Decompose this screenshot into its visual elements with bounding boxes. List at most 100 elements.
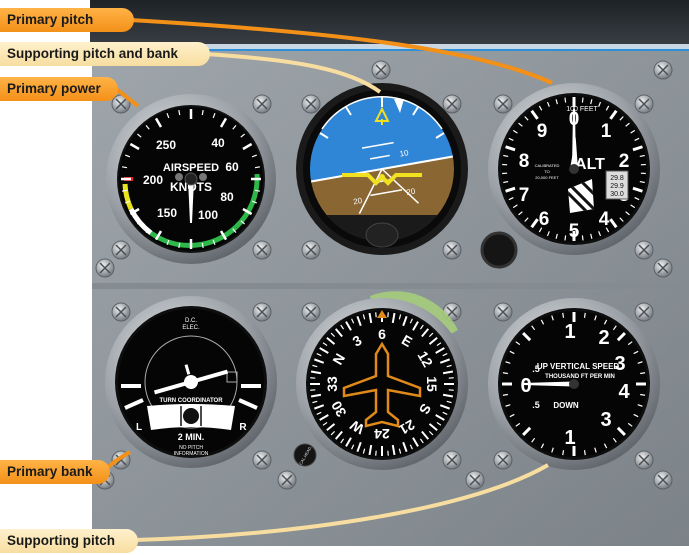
- altimeter-header: 100 FEET: [566, 106, 598, 113]
- panel-screw: [653, 470, 673, 490]
- dial-tick: [594, 315, 597, 321]
- dial-tick: [129, 207, 140, 216]
- dial-tick: [435, 414, 445, 421]
- dial-tick: [391, 444, 396, 456]
- panel-screw: [442, 450, 462, 470]
- dial-tick: [421, 328, 430, 338]
- dial-tick: [590, 233, 593, 239]
- dial-tick: [531, 325, 536, 331]
- dial-tick: [627, 422, 633, 427]
- dial-tick: [254, 189, 261, 192]
- kollsman-value-1: 29.8: [610, 175, 624, 182]
- turn-coordinator-top-label-1: D.C.: [185, 318, 197, 324]
- dial-tick: [319, 414, 329, 421]
- attitude-pitch-20-left: 20: [353, 196, 364, 207]
- dial-tick: [435, 347, 445, 354]
- attitude-adjust-knob[interactable]: [365, 222, 399, 248]
- dial-tick: [201, 109, 204, 116]
- dial-tick: [508, 196, 514, 201]
- turn-coordinator-time: 2 MIN.: [178, 432, 205, 442]
- vertical-speed-indicator: 0 1 2 3 4 1 2 3 .5 .5 UP VERTICAL SPEED …: [488, 298, 660, 470]
- dial-tick: [524, 217, 529, 222]
- heading-label: 6: [378, 326, 386, 342]
- dial-tick: [512, 204, 518, 209]
- dial-tick: [345, 321, 352, 331]
- dial-tick: [603, 319, 608, 325]
- airspeed-indicator: 40 60 80 100 150 200 250 AIRSPEED KNOTS: [106, 94, 276, 264]
- vsi-number-4: 4: [618, 381, 630, 403]
- kollsman-window: [605, 170, 629, 200]
- dial-tick: [555, 99, 558, 105]
- dial-tick: [538, 105, 543, 111]
- vsi-number-up-3: 3: [614, 353, 625, 375]
- turn-coordinator-note-2: INFORMATION: [174, 451, 209, 457]
- dial-tick: [322, 342, 328, 347]
- panel-screw: [252, 94, 272, 114]
- panel-screw: [634, 302, 654, 322]
- altimeter-calibration-2: TO: [544, 169, 549, 174]
- dial-tick: [251, 154, 257, 158]
- panel-screw: [301, 240, 321, 260]
- dial-tick: [178, 242, 181, 249]
- airspeed-tick-60: 60: [225, 160, 239, 174]
- leader-supporting-pitch: [134, 463, 549, 542]
- panel-screw: [252, 302, 272, 322]
- dial-tick: [442, 353, 448, 357]
- vsi-half-up: .5: [532, 364, 540, 374]
- dial-tick: [212, 239, 216, 245]
- vsi-down-label: DOWN: [553, 401, 579, 410]
- dial-tick: [505, 186, 516, 193]
- heading-cal-knob[interactable]: CAL.HEAD.: [293, 443, 317, 467]
- dial-tick: [603, 443, 608, 449]
- dial-tick: [524, 116, 529, 121]
- dial-tick: [398, 314, 402, 320]
- attitude-indicator: 10 20 20: [296, 83, 468, 255]
- dial-tick: [616, 426, 626, 436]
- turn-coordinator: D.C. ELEC. TURN COORDINATOR L R 2 MIN. N…: [105, 296, 277, 468]
- dial-tick: [503, 154, 509, 158]
- panel-screw: [371, 60, 391, 80]
- dial-tick: [509, 413, 515, 418]
- dial-tick: [538, 227, 543, 233]
- dial-tick: [319, 347, 329, 354]
- vsi-number-up-2: 2: [598, 327, 609, 349]
- dial-tick: [562, 312, 565, 318]
- dial-tick: [581, 97, 584, 103]
- dial-tick: [412, 437, 419, 447]
- dial-tick: [639, 180, 645, 184]
- dial-tick: [340, 324, 345, 330]
- dial-tick: [625, 211, 630, 216]
- dial-tick: [154, 230, 163, 241]
- panel-screw: [95, 258, 115, 278]
- dial-tick: [428, 336, 438, 345]
- dial-tick: [334, 328, 343, 338]
- dial-tick: [362, 448, 366, 454]
- dial-tick: [540, 319, 545, 325]
- panel-center-strip: [92, 283, 689, 289]
- leader-supporting-pitch-bank: [204, 52, 382, 94]
- heading-label: 21: [396, 416, 418, 438]
- heading-label: 15: [424, 376, 440, 392]
- dial-tick: [612, 437, 617, 443]
- dial-tick: [145, 124, 150, 130]
- dial-tick: [505, 404, 511, 407]
- dial-tick: [121, 189, 128, 192]
- dial-tick: [583, 312, 586, 318]
- dial-tick: [322, 421, 328, 426]
- dial-tick: [136, 220, 142, 225]
- altimeter-thousands-hand: [570, 137, 578, 170]
- dial-tick: [201, 242, 204, 249]
- heading-label: 30: [328, 398, 350, 420]
- dial-tick: [368, 312, 373, 324]
- attitude-pitch-10: 10: [399, 148, 410, 159]
- heading-label: 33: [324, 376, 340, 392]
- dial-tick: [640, 393, 646, 396]
- panel-screw: [442, 94, 462, 114]
- dial-tick: [522, 426, 532, 436]
- vsi-number-down-1: 1: [564, 427, 575, 449]
- callout-primary-bank: Primary bank: [0, 460, 110, 484]
- dial-tick: [442, 411, 448, 415]
- airspeed-tick-80: 80: [220, 190, 234, 204]
- dial-tick: [326, 336, 336, 345]
- altimeter-setting-knob[interactable]: [480, 231, 518, 269]
